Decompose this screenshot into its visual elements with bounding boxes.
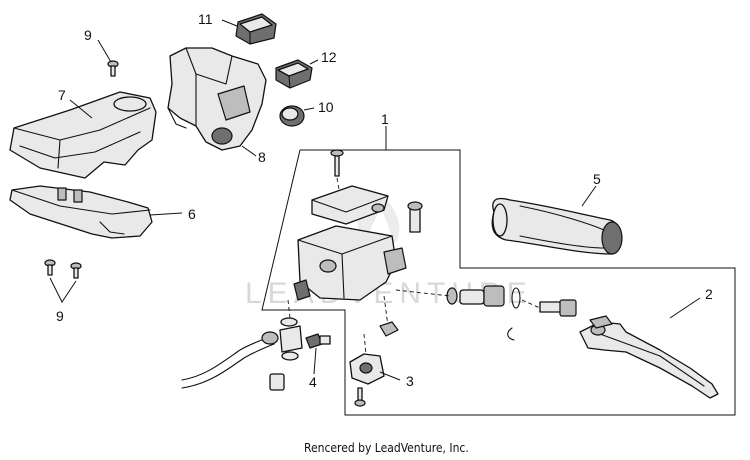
part-9-screw-top — [107, 60, 119, 77]
callout-9-bottom: 9 — [56, 308, 64, 324]
piston-assembly — [395, 285, 577, 341]
callout-10: 10 — [318, 99, 334, 115]
part-10-knob — [279, 105, 305, 127]
part-2-brake-lever — [579, 315, 719, 399]
assembly-frame — [261, 149, 736, 416]
callout-11: 11 — [198, 11, 213, 27]
leader-9-top — [97, 39, 112, 63]
callout-9-top: 9 — [84, 27, 92, 43]
part-7-upper-cover — [9, 91, 157, 179]
part-1-master-cylinder — [293, 149, 423, 337]
part-5-grip — [491, 197, 623, 255]
part-4-bleed-valve — [305, 333, 331, 349]
callout-6: 6 — [188, 206, 196, 222]
leader-4 — [313, 347, 317, 375]
leader-5 — [581, 185, 597, 207]
callout-8: 8 — [258, 149, 266, 165]
callout-1: 1 — [381, 111, 389, 127]
leader-8 — [241, 145, 257, 157]
callout-5: 5 — [593, 171, 601, 187]
leader-3 — [379, 371, 401, 381]
leader-12 — [309, 59, 319, 65]
callout-4: 4 — [309, 374, 317, 390]
leader-9-bottom — [49, 277, 77, 303]
callout-3: 3 — [406, 373, 414, 389]
render-credit: Rencered by LeadVenture, Inc. — [304, 441, 469, 455]
leader-7 — [69, 99, 93, 119]
part-3-clamp — [349, 333, 385, 407]
part-8-switch-housing — [167, 47, 267, 151]
leader-10 — [303, 107, 315, 111]
callout-2: 2 — [705, 286, 713, 302]
part-11-switch — [235, 13, 277, 45]
part-12-switch — [275, 59, 313, 89]
leader-6 — [149, 212, 183, 216]
part-6-lower-cover — [9, 185, 153, 239]
leader-2 — [669, 297, 701, 319]
brake-hose — [181, 299, 303, 391]
callout-12: 12 — [321, 49, 337, 65]
part-9-screws-bottom — [44, 259, 82, 279]
leader-11 — [221, 19, 238, 27]
callout-7: 7 — [58, 87, 66, 103]
